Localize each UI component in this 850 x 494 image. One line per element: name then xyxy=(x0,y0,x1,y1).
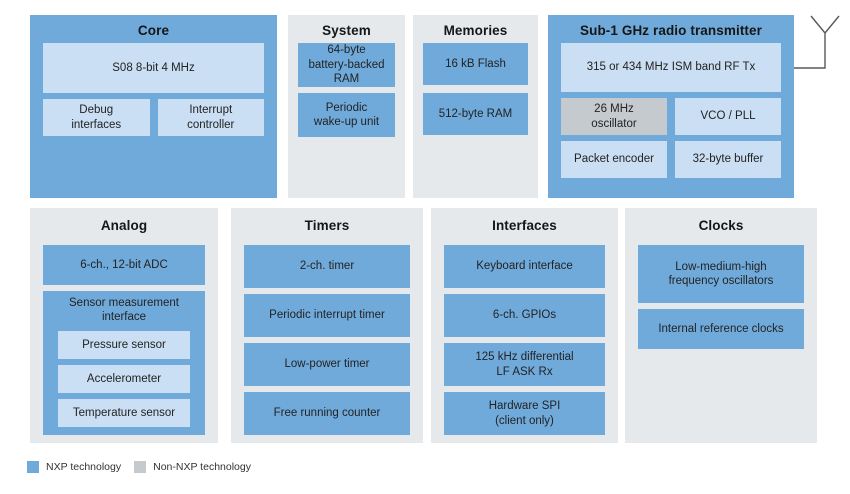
interrupt-controller-block: Interrupt controller xyxy=(157,99,264,136)
interfaces-title: Interfaces xyxy=(492,218,557,233)
clocks-body: Low-medium-high frequency oscillators In… xyxy=(625,245,817,349)
packet-encoder-block: Packet encoder xyxy=(561,141,667,178)
core-title: Core xyxy=(137,23,170,38)
analog-body: 6-ch., 12-bit ADC Sensor measurement int… xyxy=(30,245,218,435)
radio-body: 315 or 434 MHz ISM band RF Tx 26 MHz osc… xyxy=(548,43,794,178)
nxp-technology-swatch-icon xyxy=(27,461,39,473)
flash-block: 16 kB Flash xyxy=(423,43,528,85)
non-nxp-technology-swatch-icon xyxy=(134,461,147,473)
system-title: System xyxy=(322,23,371,38)
pressure-sensor-block: Pressure sensor xyxy=(58,330,190,359)
analog-title: Analog xyxy=(100,218,148,233)
keyboard-interface-block: Keyboard interface xyxy=(444,245,605,288)
lf-ask-rx-block: 125 kHz differential LF ASK Rx xyxy=(444,343,605,386)
system-body: 64-byte battery-backed RAM Periodic wake… xyxy=(288,43,405,137)
internal-reference-clocks-block: Internal reference clocks xyxy=(638,309,804,349)
legend: NXP technology Non-NXP technology xyxy=(27,461,251,473)
timers-body: 2-ch. timer Periodic interrupt timer Low… xyxy=(231,245,423,435)
accelerometer-block: Accelerometer xyxy=(58,364,190,393)
core-section: Core S08 8-bit 4 MHz Debug interfaces In… xyxy=(30,15,277,198)
temperature-sensor-block: Temperature sensor xyxy=(58,398,190,427)
ram-block: 512-byte RAM xyxy=(423,93,528,135)
timers-section: Timers 2-ch. timer Periodic interrupt ti… xyxy=(231,208,423,443)
periodic-interrupt-timer-block: Periodic interrupt timer xyxy=(244,294,410,337)
free-running-counter-block: Free running counter xyxy=(244,392,410,435)
hardware-spi-block: Hardware SPI (client only) xyxy=(444,392,605,435)
radio-transmitter-section: Sub-1 GHz radio transmitter 315 or 434 M… xyxy=(548,15,794,198)
cpu-block: S08 8-bit 4 MHz xyxy=(43,43,264,93)
clocks-section: Clocks Low-medium-high frequency oscilla… xyxy=(625,208,817,443)
nxp-technology-label: NXP technology xyxy=(46,461,122,473)
radio-row-1: 26 MHz oscillator VCO / PLL xyxy=(561,98,781,135)
rf-tx-block: 315 or 434 MHz ISM band RF Tx xyxy=(561,43,781,92)
wakeup-unit-block: Periodic wake-up unit xyxy=(298,93,395,137)
system-section: System 64-byte battery-backed RAM Period… xyxy=(288,15,405,198)
vco-pll-block: VCO / PLL xyxy=(675,98,781,135)
gpio-block: 6-ch. GPIOs xyxy=(444,294,605,337)
core-body: S08 8-bit 4 MHz Debug interfaces Interru… xyxy=(30,43,277,136)
battery-ram-block: 64-byte battery-backed RAM xyxy=(298,43,395,87)
memories-body: 16 kB Flash 512-byte RAM xyxy=(413,43,538,135)
antenna-icon xyxy=(794,15,840,69)
non-nxp-technology-label: Non-NXP technology xyxy=(153,461,251,473)
memories-section: Memories 16 kB Flash 512-byte RAM xyxy=(413,15,538,198)
timers-title: Timers xyxy=(304,218,350,233)
sensor-interface-label: Sensor measurement interface xyxy=(69,297,179,324)
memories-title: Memories xyxy=(443,23,508,38)
byte-buffer-block: 32-byte buffer xyxy=(675,141,781,178)
radio-transmitter-title: Sub-1 GHz radio transmitter xyxy=(580,23,762,38)
sensor-measurement-interface-block: Sensor measurement interface Pressure se… xyxy=(43,291,205,435)
oscillator-26mhz-block: 26 MHz oscillator xyxy=(561,98,667,135)
adc-block: 6-ch., 12-bit ADC xyxy=(43,245,205,285)
core-row: Debug interfaces Interrupt controller xyxy=(43,99,264,136)
frequency-oscillators-block: Low-medium-high frequency oscillators xyxy=(638,245,804,303)
radio-row-2: Packet encoder 32-byte buffer xyxy=(561,141,781,178)
interfaces-body: Keyboard interface 6-ch. GPIOs 125 kHz d… xyxy=(431,245,618,435)
debug-interfaces-block: Debug interfaces xyxy=(43,99,150,136)
two-ch-timer-block: 2-ch. timer xyxy=(244,245,410,288)
interfaces-section: Interfaces Keyboard interface 6-ch. GPIO… xyxy=(431,208,618,443)
analog-section: Analog 6-ch., 12-bit ADC Sensor measurem… xyxy=(30,208,218,443)
low-power-timer-block: Low-power timer xyxy=(244,343,410,386)
clocks-title: Clocks xyxy=(698,218,744,233)
